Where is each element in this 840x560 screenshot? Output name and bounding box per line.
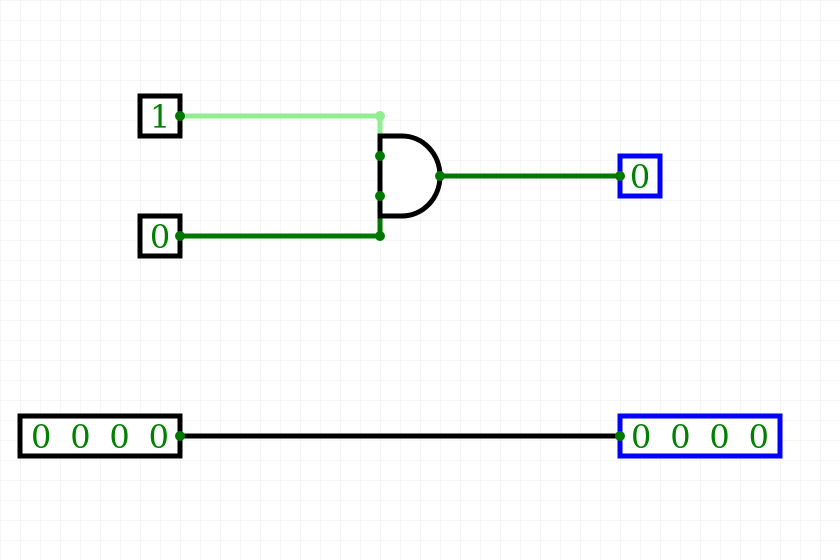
port-dot-bus-out[interactable] [615,431,625,441]
bus-output-pin[interactable]: 0 0 0 0 [617,413,783,459]
connection-dots [175,111,625,441]
port-dot-gate-in-b[interactable] [375,191,385,201]
bus-input-pin[interactable]: 0 0 0 0 [17,413,183,459]
input-pin-a[interactable]: 1 [137,93,183,139]
port-dot-gate-in-a[interactable] [375,151,385,161]
junction-dot-a[interactable] [375,111,385,121]
port-dot-input-a[interactable] [175,111,185,121]
and-gate[interactable] [377,133,443,219]
port-dot-output-q[interactable] [615,171,625,181]
input-pin-b[interactable]: 0 [137,213,183,259]
port-dot-input-b[interactable] [175,231,185,241]
port-dot-gate-out[interactable] [435,171,445,181]
junction-dot-b[interactable] [375,231,385,241]
port-dot-bus-in[interactable] [175,431,185,441]
input-pin-a-value: 1 [150,98,170,136]
output-pin-q-value: 0 [630,158,650,196]
output-pin-q[interactable]: 0 [617,153,663,199]
input-pin-b-value: 0 [150,218,170,256]
